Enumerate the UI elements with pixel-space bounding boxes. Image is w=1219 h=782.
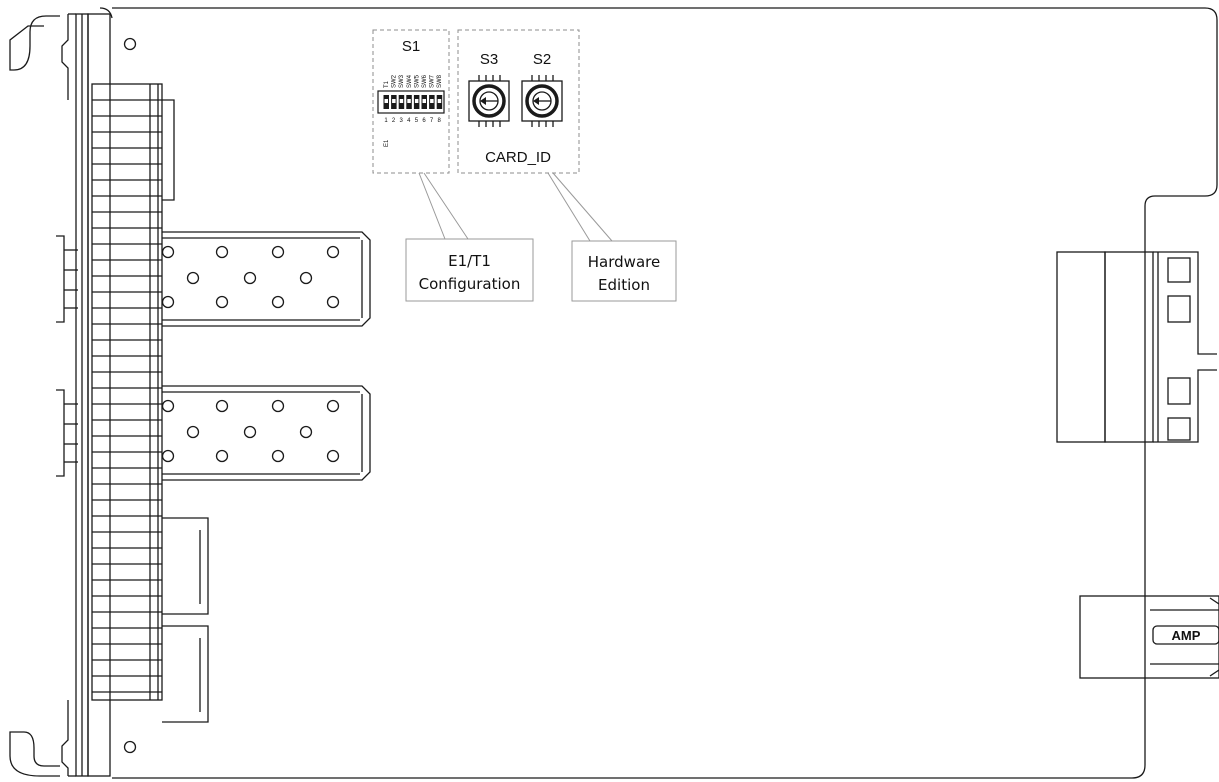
vent-hole — [326, 399, 340, 413]
front-panel — [61, 13, 137, 777]
dip-switch-label: SW8 — [437, 74, 443, 88]
card-top-edge — [99, 7, 113, 19]
hw-callout-box — [571, 240, 677, 302]
dip-switch-label: SW2 — [392, 74, 398, 88]
e1t1-callout-line2: Configuration — [419, 275, 521, 293]
sfp-cage-lower — [56, 385, 371, 481]
heatsink-right-ribs — [149, 84, 175, 700]
sfp-cage-upper — [56, 231, 371, 327]
vent-hole — [243, 425, 257, 439]
hardware-edition-callout: Hardware Edition — [547, 172, 677, 302]
sfp-vent-holes — [161, 245, 340, 463]
dip-position-number: 6 — [422, 118, 426, 124]
vent-hole — [186, 425, 200, 439]
dip-position-number: 5 — [415, 118, 419, 124]
vent-hole — [215, 295, 229, 309]
vent-hole — [186, 271, 200, 285]
vent-hole — [161, 399, 175, 413]
bottom-ejector-lever — [9, 731, 60, 777]
vent-hole — [215, 399, 229, 413]
hw-callout-line2: Edition — [598, 276, 650, 294]
vent-hole — [271, 295, 285, 309]
dip-lever-slot — [392, 99, 396, 103]
vent-hole — [299, 425, 313, 439]
e1t1-callout: E1/T1 Configuration — [405, 172, 534, 302]
dip-lever-slot — [407, 99, 411, 103]
s2-rotary-switch — [521, 75, 563, 127]
dip-switch-label: SW6 — [422, 74, 428, 88]
heatsink-fins — [91, 83, 163, 701]
s2-label: S2 — [533, 51, 551, 68]
dip-lever-slot — [399, 99, 404, 103]
vent-hole — [161, 245, 175, 259]
s1-dashed-box — [372, 29, 450, 174]
s1-e1-mark: E1 — [384, 139, 390, 147]
dip-lever-slot — [414, 99, 419, 103]
dip-position-number: 3 — [400, 118, 404, 124]
amp-logo-text: AMP — [1172, 628, 1201, 643]
s1-label: S1 — [402, 38, 420, 55]
vent-hole — [243, 271, 257, 285]
dip-position-number: 4 — [407, 118, 411, 124]
dip-switch-levers — [383, 95, 443, 109]
hw-callout-pointer — [547, 172, 613, 242]
vent-hole — [271, 245, 285, 259]
e1t1-callout-box — [405, 238, 534, 302]
vent-hole — [271, 449, 285, 463]
hw-callout-line1: Hardware — [588, 253, 660, 271]
dip-lever-slot — [430, 99, 434, 103]
dip-lever-slot — [384, 99, 388, 103]
vent-hole — [271, 399, 285, 413]
dip-position-number: 2 — [392, 118, 396, 124]
backplane-connector — [1056, 251, 1217, 443]
dip-lever-slot — [422, 99, 426, 103]
vent-hole — [326, 295, 340, 309]
vent-hole — [215, 449, 229, 463]
dip-switch-label: SW7 — [430, 74, 436, 88]
e1t1-callout-line1: E1/T1 — [448, 252, 491, 270]
vent-hole — [326, 245, 340, 259]
amp-connector — [1079, 595, 1219, 679]
e1t1-callout-pointer — [418, 172, 469, 240]
dip-switch-label: T1 — [384, 80, 390, 88]
dip-switch-label: SW5 — [414, 74, 420, 88]
vent-hole — [215, 245, 229, 259]
s3-label: S3 — [480, 51, 498, 68]
dip-switch-label: SW3 — [399, 74, 405, 88]
card-id-dashed-box — [457, 29, 580, 174]
vent-hole — [161, 449, 175, 463]
dip-position-number: 1 — [384, 118, 388, 124]
card-id-caption: CARD_ID — [485, 149, 551, 166]
dip-position-number: 8 — [438, 118, 442, 124]
vent-hole — [161, 295, 175, 309]
card-outline — [112, 7, 1218, 779]
dip-position-number: 7 — [430, 118, 434, 124]
vent-hole — [299, 271, 313, 285]
rj-port-upper — [162, 517, 209, 615]
rj-port-lower — [162, 625, 209, 723]
top-ejector-lever — [9, 15, 60, 71]
dip-lever-slot — [437, 99, 442, 103]
s3-rotary-switch — [468, 75, 510, 127]
vent-hole — [326, 449, 340, 463]
card-id-rotary-group: S3 S2 CARD_ID — [457, 29, 580, 174]
dip-switch-label: SW4 — [407, 74, 413, 88]
